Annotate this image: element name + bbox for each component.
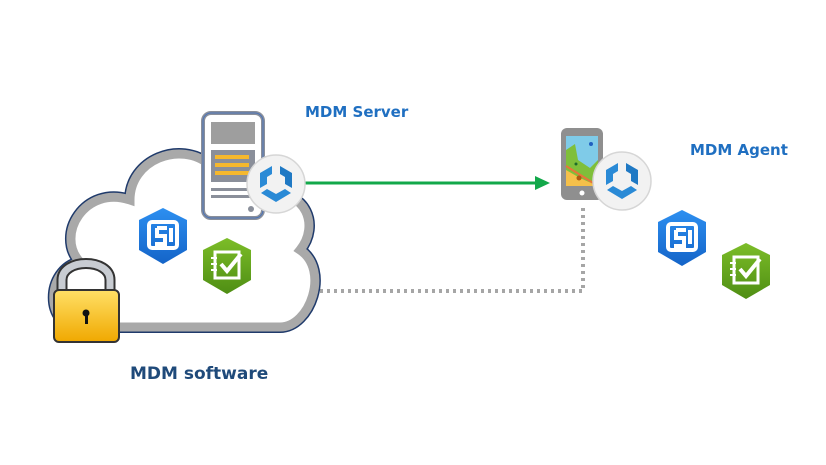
agent-mdm-logo-icon (592, 151, 652, 211)
server-mdm-logo-icon (246, 154, 306, 214)
mdm-server-label: MDM Server (305, 103, 409, 121)
mdm-software-label: MDM software (130, 364, 269, 384)
solid-arrow-connector (305, 176, 550, 190)
dotted-connector-line (320, 205, 585, 293)
lock-icon (53, 258, 120, 343)
mdm-agent-label: MDM Agent (690, 141, 788, 159)
agent-blue-app-icon (656, 208, 708, 268)
agent-green-survey-icon (720, 241, 772, 301)
